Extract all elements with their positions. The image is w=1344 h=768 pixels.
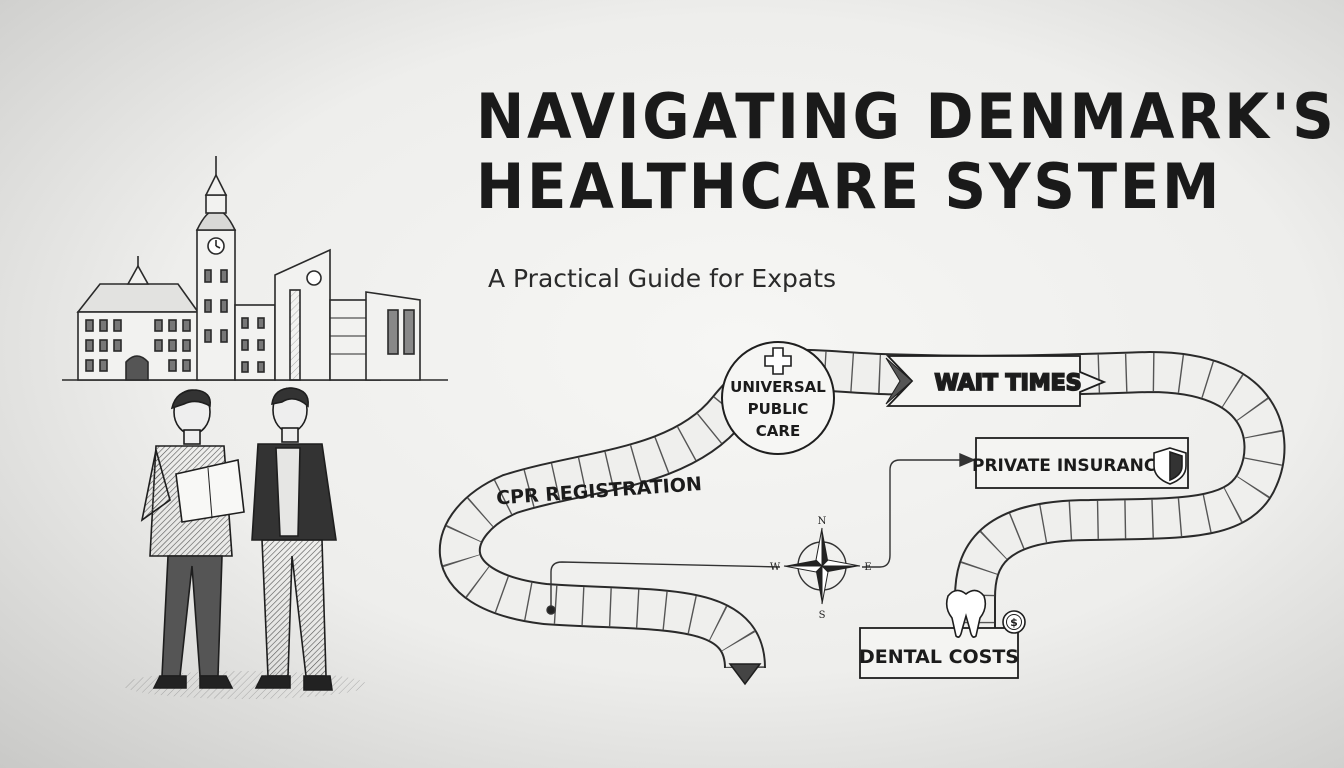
person-listening xyxy=(251,387,337,691)
page-title-line-2: HEALTHCARE SYSTEM xyxy=(476,150,1223,223)
dental-costs-label: DENTAL COSTS xyxy=(859,646,1019,668)
wait-times-label: WAIT TIMES xyxy=(934,371,1081,396)
compass-west: W xyxy=(770,562,781,573)
svg-text:$: $ xyxy=(1010,616,1018,629)
wait-times-banner: WAIT TIMES xyxy=(885,355,1107,407)
compass-south: S xyxy=(819,610,826,621)
page-title-line-1: NAVIGATING DENMARK'S xyxy=(476,80,1337,153)
compass-north: N xyxy=(818,516,827,527)
arrow-down-icon xyxy=(728,663,762,686)
plus-icon xyxy=(764,347,792,375)
title-block: NAVIGATING DENMARK'S HEALTHCARE SYSTEM xyxy=(476,80,1337,223)
healthcare-journey-road xyxy=(438,348,1286,686)
expat-couple xyxy=(123,387,367,699)
private-insurance-sign: PRIVATE INSURANCE xyxy=(972,437,1189,489)
route-connectors xyxy=(546,452,976,615)
private-insurance-label: PRIVATE INSURANCE xyxy=(972,456,1168,476)
tooth-icon xyxy=(945,589,987,638)
compass-rose-icon: N S E W xyxy=(770,516,872,621)
universal-public-care-badge: UNIVERSAL PUBLIC CARE xyxy=(721,341,835,455)
dollar-coin-icon: $ xyxy=(1002,610,1026,634)
city-buildings xyxy=(62,156,448,381)
shield-icon xyxy=(1153,447,1187,485)
universal-label-line-1: UNIVERSAL xyxy=(730,378,826,396)
page-subtitle: A Practical Guide for Expats xyxy=(488,264,837,293)
dental-costs-sign: DENTAL COSTS $ xyxy=(859,589,1026,679)
universal-label-line-2: PUBLIC xyxy=(748,400,809,418)
compass-east: E xyxy=(864,562,871,573)
universal-label-line-3: CARE xyxy=(756,422,800,440)
person-with-map xyxy=(140,389,245,689)
